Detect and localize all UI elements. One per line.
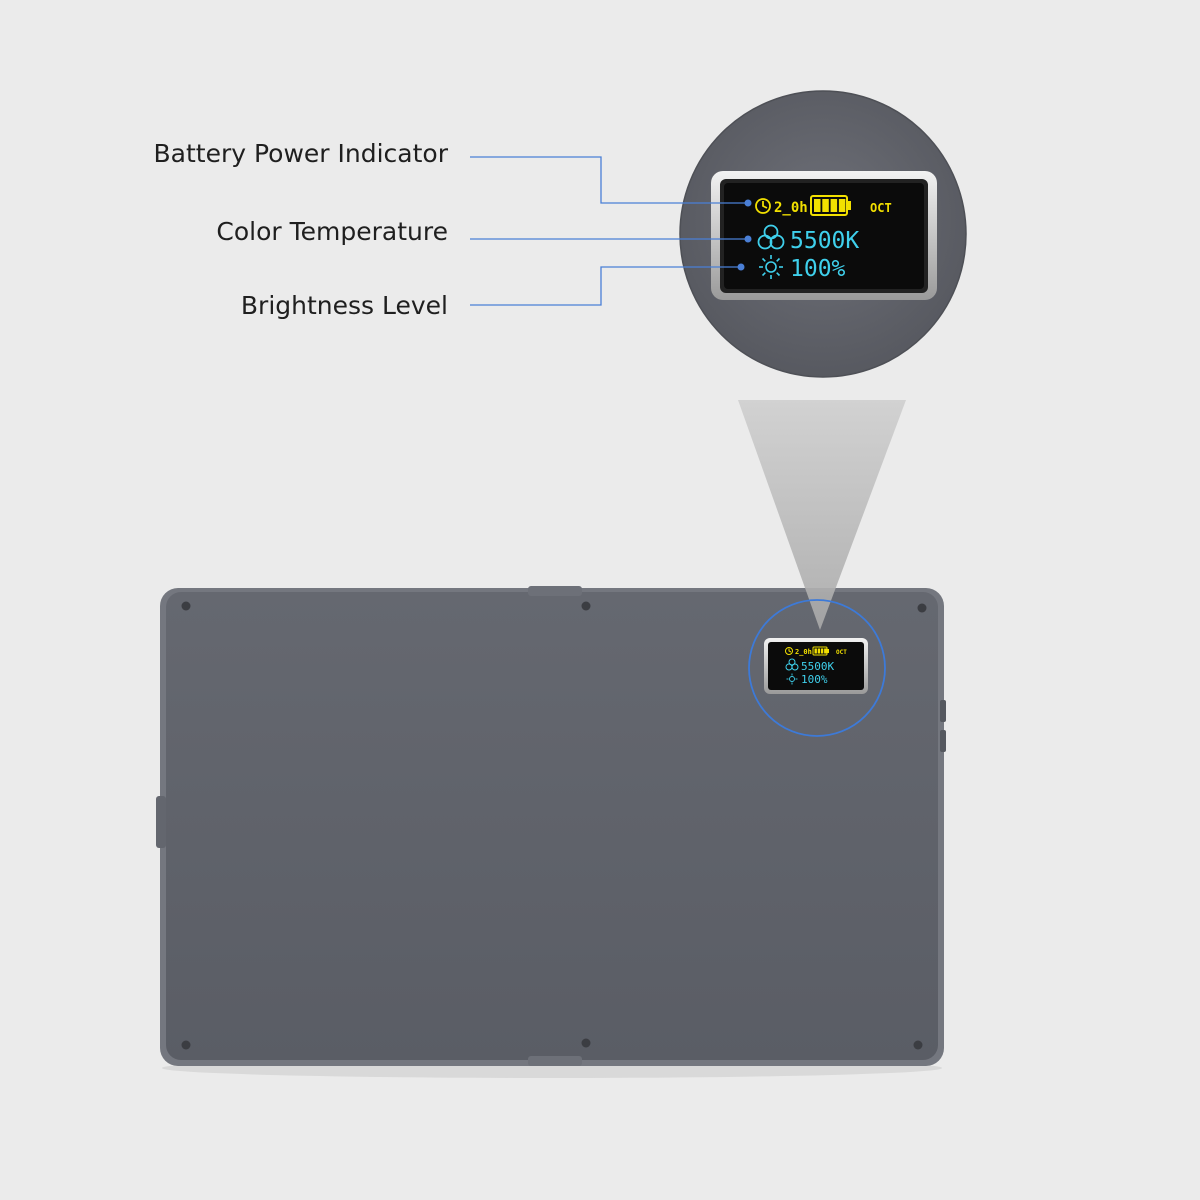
battery-bar [814, 648, 817, 654]
brightness-value-small: 100% [801, 673, 828, 686]
battery-bar [817, 648, 821, 654]
sun-icon [759, 255, 783, 279]
battery-bar [838, 199, 846, 212]
light-panel [156, 586, 946, 1078]
brightness-value: 100% [790, 256, 846, 282]
rgb-circles-icon [757, 224, 785, 250]
rgb-circles-icon [785, 658, 799, 671]
leader-dot-battery [744, 199, 752, 207]
color-temperature-label: Color Temperature [216, 217, 448, 246]
color-temperature-value: 5500K [790, 228, 859, 254]
clock-icon [785, 647, 793, 655]
battery-bar [830, 199, 838, 212]
leader-dot-temperature [744, 235, 752, 243]
sun-icon [786, 673, 798, 685]
time-remaining-text: 2_0h [774, 200, 808, 216]
battery-bar [824, 648, 827, 654]
clock-icon [755, 198, 771, 214]
battery-bar [820, 648, 824, 654]
magnify-cone [738, 400, 906, 630]
time-remaining-text-small: 2_0h [795, 648, 812, 656]
battery-icon [810, 195, 851, 216]
battery-power-indicator-label: Battery Power Indicator [153, 139, 448, 168]
panel-screws [181, 601, 927, 1050]
battery-icon [812, 646, 829, 656]
color-temperature-value-small: 5500K [801, 660, 834, 673]
mode-text-small: OCT [836, 649, 847, 656]
brightness-level-label: Brightness Level [240, 291, 448, 320]
mode-text: OCT [870, 201, 892, 215]
magnified-circle [679, 90, 967, 378]
battery-bar [822, 199, 829, 212]
leader-dot-brightness [737, 263, 745, 271]
battery-bar [814, 199, 821, 212]
leader-lines [470, 156, 748, 306]
